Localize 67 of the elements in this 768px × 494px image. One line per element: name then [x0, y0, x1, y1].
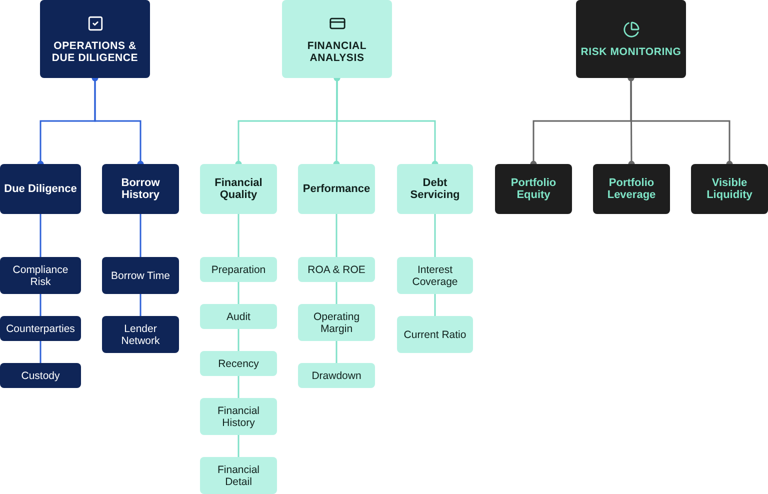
node-label: Debt Servicing	[409, 177, 461, 201]
item-box	[102, 257, 179, 294]
category-card	[282, 0, 392, 78]
item-box	[397, 257, 473, 294]
connector-line	[336, 282, 338, 304]
connector-line	[238, 214, 240, 257]
item-box	[200, 398, 277, 435]
node-label: Portfolio Leverage	[606, 177, 657, 201]
connector-line	[40, 294, 42, 316]
connector-line	[40, 214, 42, 257]
node-label: Preparation	[211, 264, 266, 276]
node-label: Performance	[302, 183, 370, 195]
subcategory-box	[593, 164, 670, 214]
item-box	[200, 457, 277, 494]
subcategory-box	[102, 164, 179, 214]
item-box	[200, 257, 277, 282]
node-label: Custody	[21, 370, 60, 382]
item-box	[397, 316, 473, 353]
item-box	[298, 304, 375, 341]
connector-line	[40, 341, 42, 363]
node-label: ROA & ROE	[308, 264, 366, 276]
node-label: OPERATIONS & DUE DILIGENCE	[50, 40, 140, 64]
subcategory-box	[298, 164, 375, 214]
connector-line	[434, 214, 436, 257]
item-box	[298, 257, 375, 282]
item-box	[0, 257, 81, 294]
connector-line	[238, 282, 240, 304]
connector-line	[238, 376, 240, 398]
connector-line	[140, 214, 142, 257]
subcategory-box	[691, 164, 768, 214]
subcategory-box	[397, 164, 473, 214]
node-label: Audit	[226, 310, 250, 322]
subcategory-box	[0, 164, 81, 214]
subcategory-box	[495, 164, 572, 214]
node-label: Visible Liquidity	[706, 177, 754, 201]
subcategory-box	[200, 164, 277, 214]
node-label: Recency	[218, 358, 259, 370]
node-label: Due Diligence	[4, 183, 77, 195]
node-label: RISK MONITORING	[580, 46, 682, 58]
item-box	[298, 363, 375, 388]
connector-line	[140, 294, 142, 316]
connector-line	[336, 214, 338, 257]
node-label: Portfolio Equity	[510, 177, 558, 201]
node-label: Drawdown	[312, 370, 362, 382]
item-box	[0, 316, 81, 341]
item-box	[200, 304, 277, 329]
node-label: Current Ratio	[404, 328, 466, 340]
item-box	[102, 316, 179, 353]
connector-line	[434, 294, 436, 316]
category-card	[576, 0, 686, 78]
node-label: Interest Coverage	[411, 264, 459, 288]
connector-line	[238, 435, 240, 457]
node-label: Borrow History	[120, 177, 161, 201]
item-box	[0, 363, 81, 388]
node-label: FINANCIAL ANALYSIS	[306, 40, 368, 64]
node-label: Compliance Risk	[12, 264, 70, 288]
node-label: Financial Quality	[214, 177, 264, 201]
node-label: Financial History	[216, 404, 261, 428]
category-card	[40, 0, 150, 78]
connector-line	[336, 341, 338, 363]
node-label: Lender Network	[120, 322, 161, 346]
node-label: Financial Detail	[216, 464, 261, 488]
node-label: Operating Margin	[312, 310, 361, 334]
item-box	[200, 351, 277, 376]
connector-line	[238, 329, 240, 351]
node-label: Counterparties	[6, 322, 75, 334]
node-label: Borrow Time	[111, 270, 170, 282]
